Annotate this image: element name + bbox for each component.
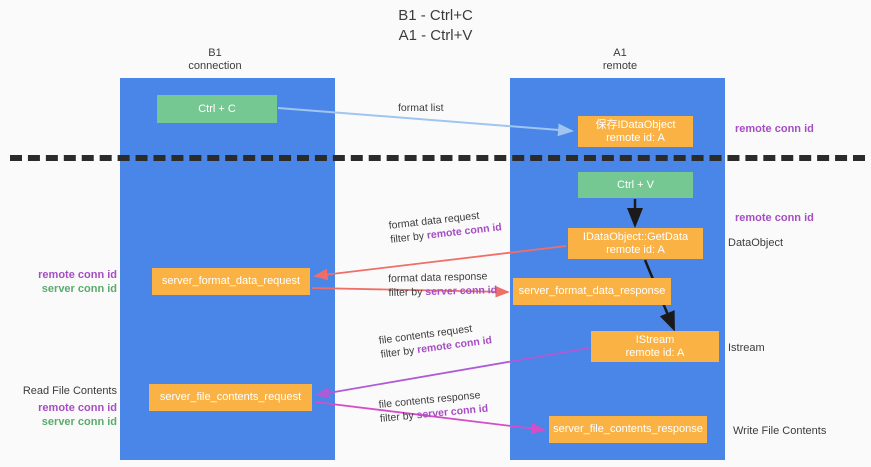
flow-label-file-contents-response-prefix: filter by bbox=[379, 409, 418, 425]
column-header-b1-name: B1 bbox=[208, 47, 222, 59]
box-ctrl-v-label: Ctrl + V bbox=[617, 178, 654, 191]
column-header-b1: B1 connection bbox=[155, 47, 275, 73]
box-ctrl-v[interactable]: Ctrl + V bbox=[578, 172, 693, 198]
column-header-b1-role: connection bbox=[188, 60, 242, 72]
annotation-left-server-conn-id-2: server conn id bbox=[41, 416, 117, 428]
box-server-format-data-request-label: server_format_data_request bbox=[161, 275, 301, 287]
phase-separator bbox=[10, 155, 865, 161]
box-server-file-contents-response[interactable]: server_file_contents_response bbox=[549, 416, 707, 443]
column-header-a1: A1 remote bbox=[560, 47, 680, 73]
box-idataobject-line-2: remote id: A bbox=[606, 131, 665, 144]
box-server-file-contents-request-label: server_file_contents_request bbox=[159, 391, 302, 403]
box-getdata-line-2: remote id: A bbox=[606, 243, 665, 256]
page-title: B1 - Ctrl+C A1 - Ctrl+V bbox=[0, 6, 871, 46]
flow-label-format-data-response-prefix: filter by bbox=[388, 286, 426, 299]
box-getdata-line-1: IDataObject::GetData bbox=[582, 230, 689, 243]
column-header-a1-name: A1 bbox=[613, 47, 627, 59]
annotation-remote-conn-id-mid: remote conn id bbox=[735, 212, 814, 224]
flow-label-format-list: format list bbox=[398, 101, 444, 115]
box-ctrl-c[interactable]: Ctrl + C bbox=[157, 95, 277, 123]
annotation-write-file-contents: Write File Contents bbox=[733, 425, 827, 437]
annotation-dataobject: DataObject bbox=[728, 237, 784, 249]
box-server-file-contents-response-label: server_file_contents_response bbox=[553, 423, 703, 435]
box-idataobject-line-1: 保存IDataObject bbox=[595, 118, 676, 131]
annotation-left-remote-conn-id-2: remote conn id bbox=[38, 402, 117, 414]
box-idataobject-getdata[interactable]: IDataObject::GetData remote id: A bbox=[568, 228, 703, 259]
flow-label-format-data-response: format data response filter by server co… bbox=[388, 269, 497, 300]
annotation-left-conn-ids-top: remote conn id server conn id bbox=[22, 268, 117, 296]
page-title-line-2: A1 - Ctrl+V bbox=[398, 27, 473, 44]
annotation-left-server-conn-id: server conn id bbox=[41, 283, 117, 295]
box-istream[interactable]: IStream remote id: A bbox=[591, 331, 719, 362]
flow-label-format-list-text: format list bbox=[398, 102, 444, 114]
box-istream-line-2: remote id: A bbox=[625, 346, 685, 359]
annotation-read-file-contents: Read File Contents bbox=[22, 385, 117, 397]
box-server-format-data-response[interactable]: server_format_data_response bbox=[513, 278, 671, 305]
flow-label-format-data-response-key: server conn id bbox=[425, 284, 498, 299]
box-server-file-contents-request[interactable]: server_file_contents_request bbox=[149, 384, 312, 411]
flow-label-file-contents-response: file contents response filter by server … bbox=[378, 388, 489, 426]
box-istream-line-1: IStream bbox=[635, 333, 675, 346]
flow-label-format-data-request-prefix: filter by bbox=[389, 229, 428, 246]
box-ctrl-c-label: Ctrl + C bbox=[198, 102, 236, 115]
flow-label-format-data-request: format data request filter by remote con… bbox=[388, 206, 502, 247]
page-title-line-1: B1 - Ctrl+C bbox=[398, 7, 473, 24]
annotation-istream: Istream bbox=[728, 342, 765, 354]
annotation-left-remote-conn-id: remote conn id bbox=[38, 269, 117, 281]
annotation-left-conn-ids-bottom: remote conn id server conn id bbox=[22, 401, 117, 429]
flow-label-file-contents-request: file contents request filter by remote c… bbox=[378, 319, 493, 361]
box-server-format-data-response-label: server_format_data_response bbox=[518, 285, 666, 297]
box-idataobject[interactable]: 保存IDataObject remote id: A bbox=[578, 116, 693, 147]
flow-label-file-contents-request-prefix: filter by bbox=[379, 344, 418, 361]
column-header-a1-role: remote bbox=[602, 60, 638, 72]
annotation-remote-conn-id-top: remote conn id bbox=[735, 123, 814, 135]
box-server-format-data-request[interactable]: server_format_data_request bbox=[152, 268, 310, 295]
